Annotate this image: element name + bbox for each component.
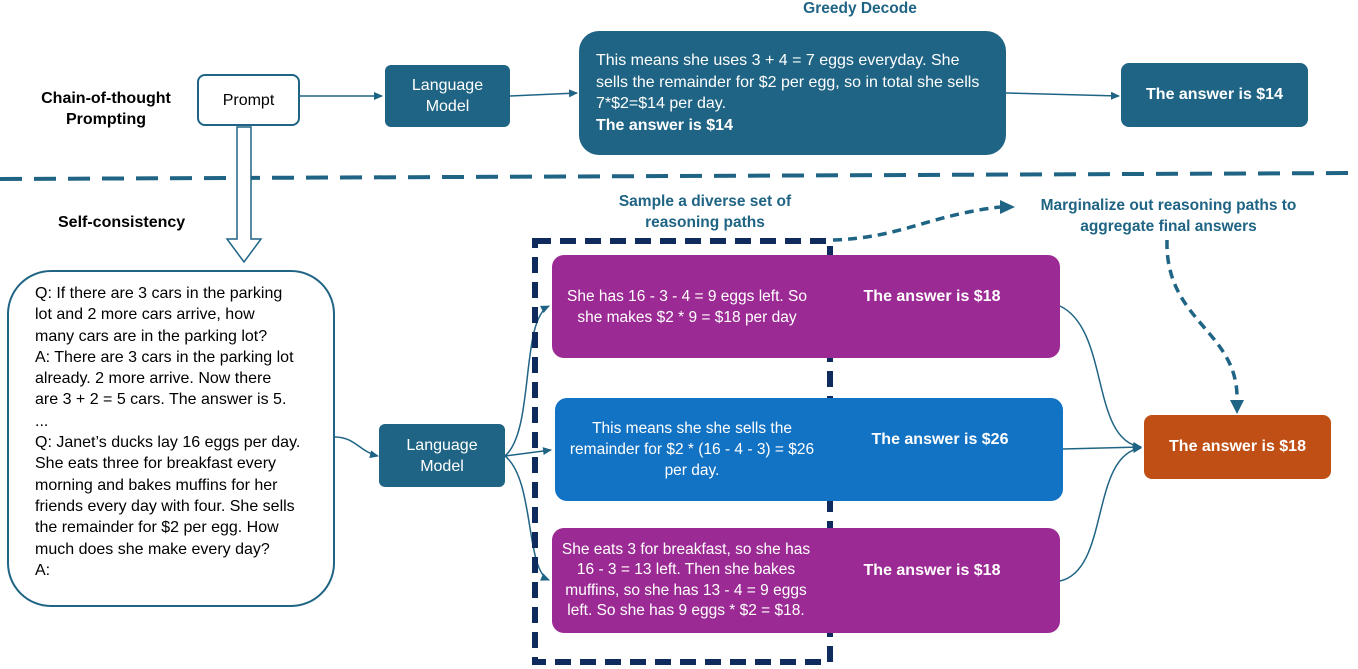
final-answer-box: The answer is $18 bbox=[1144, 415, 1331, 479]
dashed-arrow-to-marginalize-head bbox=[1000, 200, 1015, 214]
dashed-arrow-to-marginalize bbox=[832, 205, 1001, 242]
arrow-lm2-to-path1 bbox=[504, 305, 550, 457]
question-line: morning and bakes muffins for her bbox=[35, 476, 278, 494]
greedy-reasoning-text: This means she uses 3 + 4 = 7 eggs every… bbox=[596, 52, 980, 112]
path-1-answer: The answer is $18 bbox=[863, 287, 1001, 305]
path-1-reasoning: She has 16 - 3 - 4 = 9 eggs left. So she… bbox=[567, 287, 807, 326]
prompt-label: Prompt bbox=[222, 91, 275, 109]
question-line: many cars are in the parking lot? bbox=[35, 327, 268, 345]
self-consistency-label: Self-consistency bbox=[58, 214, 186, 231]
question-line: friends every day with four. She sells bbox=[35, 497, 295, 515]
path-box-3: She eats 3 for breakfast, so she has 16 … bbox=[552, 528, 1060, 633]
language-model-box-top: Language Model bbox=[385, 65, 510, 127]
question-lines: Q: If there are 3 cars in the parking lot… bbox=[35, 283, 333, 581]
question-line: lot and 2 more cars arrive, how bbox=[35, 306, 255, 324]
question-line: Q: If there are 3 cars in the parking bbox=[35, 285, 283, 302]
path-box-2: This means she she sells the remainder f… bbox=[555, 398, 1063, 501]
greedy-reasoning-box: This means she uses 3 + 4 = 7 eggs every… bbox=[579, 31, 1006, 155]
question-line: much does she make every day? bbox=[35, 540, 270, 558]
question-line: A: There are 3 cars in the parking lot bbox=[35, 348, 294, 366]
chain-of-thought-label: Chain-of-thought Prompting bbox=[41, 90, 171, 128]
arrow-path2-to-final bbox=[1062, 443, 1142, 452]
question-line: ... bbox=[35, 412, 49, 430]
question-line: A: bbox=[35, 561, 51, 579]
arrow-path1-to-final bbox=[1059, 305, 1142, 450]
arrow-prompt-to-question bbox=[225, 126, 263, 264]
sample-paths-label: Sample a diverse set of reasoning paths bbox=[618, 193, 792, 231]
dashed-arrow-to-final-head bbox=[1230, 400, 1244, 414]
path-2-reasoning: This means she she sells the remainder f… bbox=[569, 420, 815, 479]
arrow-lm-to-greedy bbox=[509, 89, 578, 98]
question-line: already. 2 more arrive. Now there bbox=[35, 370, 272, 388]
dashed-arrow-to-final bbox=[1165, 239, 1239, 396]
language-model-label-bottom: Language Model bbox=[406, 436, 478, 475]
path-3-reasoning: She eats 3 for breakfast, so she has 16 … bbox=[561, 540, 811, 620]
question-line: the remainder for $2 per egg. How bbox=[35, 519, 279, 537]
marginalize-label: Marginalize out reasoning paths to aggre… bbox=[1040, 197, 1297, 235]
arrow-greedy-to-answer bbox=[1005, 91, 1120, 100]
prompt-box: Prompt bbox=[197, 74, 300, 126]
arrow-lm2-to-path2 bbox=[504, 447, 552, 457]
language-model-box-bottom: Language Model bbox=[379, 424, 505, 487]
language-model-label-top: Language Model bbox=[411, 77, 484, 115]
section-divider bbox=[0, 171, 1358, 181]
final-answer-text: The answer is $18 bbox=[1169, 438, 1306, 455]
question-line: She eats three for breakfast every bbox=[35, 455, 277, 473]
arrow-path3-to-final bbox=[1059, 445, 1142, 582]
question-line: Q: Janet’s ducks lay 16 eggs per day. bbox=[35, 434, 301, 452]
arrow-lm2-to-path3 bbox=[504, 455, 550, 581]
path-3-answer: The answer is $18 bbox=[863, 561, 1001, 579]
greedy-answer-bold: The answer is $14 bbox=[596, 116, 733, 134]
question-box: Q: If there are 3 cars in the parking lot… bbox=[7, 270, 335, 607]
arrow-question-to-lm2 bbox=[334, 436, 379, 459]
question-line: are 3 + 2 = 5 cars. The answer is 5. bbox=[35, 391, 287, 409]
path-box-1: She has 16 - 3 - 4 = 9 eggs left. So she… bbox=[552, 255, 1060, 358]
path-2-answer: The answer is $26 bbox=[871, 430, 1009, 448]
greedy-result-box: The answer is $14 bbox=[1121, 63, 1308, 127]
greedy-decode-label: Greedy Decode bbox=[803, 0, 917, 17]
greedy-result-text: The answer is $14 bbox=[1146, 86, 1283, 103]
